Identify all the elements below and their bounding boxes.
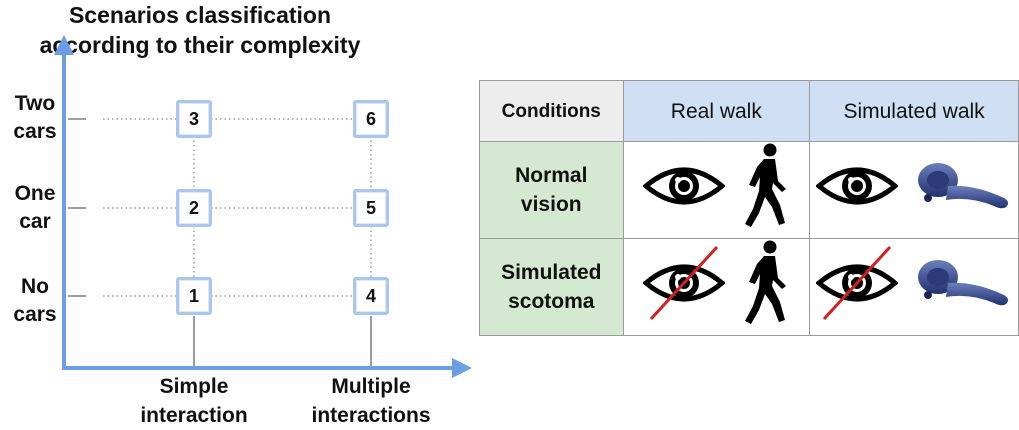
cell-scotoma-simulated — [809, 238, 1019, 336]
x-label-multiple-line-1: Multiple — [331, 375, 411, 398]
row-label-simulated-scotoma-line-2: scotoma — [508, 290, 595, 313]
table-header-row: Conditions Real walk Simulated walk — [479, 80, 1019, 142]
diagram-title-line-2: according to their complexity — [39, 32, 361, 58]
column-header-simulated-walk: Simulated walk — [809, 80, 1019, 142]
y-axis-arrowhead — [54, 35, 74, 55]
eye-icon — [815, 162, 899, 218]
x-axis-arrowhead — [452, 358, 472, 378]
x-label-multiple: Multiple interactions — [281, 372, 461, 430]
scenario-box-1: 1 — [176, 277, 212, 315]
conditions-table: Conditions Real walk Simulated walk Norm… — [479, 80, 1019, 336]
row-label-normal-vision-line-2: vision — [520, 193, 582, 216]
scenario-box-3: 3 — [176, 100, 212, 138]
crossed-eye-icon — [642, 245, 727, 329]
table-corner-cell: Conditions — [479, 80, 624, 142]
diagram-title: Scenarios classification according to th… — [0, 0, 400, 60]
y-label-two-cars: Two cars — [0, 90, 70, 146]
y-label-one-car-line-2: car — [19, 210, 51, 233]
x-label-simple-line-1: Simple — [159, 375, 229, 398]
scenario-box-2: 2 — [176, 189, 212, 227]
cell-normal-real — [622, 141, 811, 239]
walking-person-icon — [743, 240, 789, 334]
vr-controller-icon — [916, 160, 1012, 220]
scenario-box-6: 6 — [353, 100, 389, 138]
x-label-multiple-line-2: interactions — [311, 404, 431, 427]
diagram-title-line-1: Scenarios classification — [68, 2, 332, 28]
y-label-two-cars-line-1: Two — [14, 92, 56, 115]
y-label-no-cars-line-1: No — [21, 275, 49, 298]
horizontal-guides — [103, 118, 356, 297]
vr-controller-icon — [916, 257, 1012, 317]
eye-icon — [642, 162, 727, 218]
column-header-real-walk: Real walk — [622, 80, 811, 142]
x-label-simple-line-2: interaction — [140, 404, 248, 427]
crossed-eye-icon — [815, 245, 899, 329]
y-label-two-cars-line-2: cars — [13, 120, 57, 143]
scenario-box-5: 5 — [353, 189, 389, 227]
row-label-normal-vision-line-1: Normal — [515, 164, 588, 187]
y-label-one-car-line-1: One — [14, 182, 56, 205]
cell-scotoma-real — [622, 238, 811, 336]
table-row: Simulated scotoma — [479, 238, 1019, 336]
y-label-no-cars: No cars — [0, 273, 70, 329]
scenario-box-4: 4 — [353, 277, 389, 315]
table-row: Normal vision — [479, 141, 1019, 239]
walking-person-icon — [743, 143, 789, 237]
cell-normal-simulated — [809, 141, 1019, 239]
row-label-simulated-scotoma-line-1: Simulated — [501, 261, 602, 284]
y-label-one-car: One car — [0, 180, 70, 236]
row-label-simulated-scotoma: Simulated scotoma — [479, 238, 624, 336]
x-label-simple: Simple interaction — [104, 372, 284, 430]
row-label-normal-vision: Normal vision — [479, 141, 624, 239]
y-label-no-cars-line-2: cars — [13, 303, 57, 326]
